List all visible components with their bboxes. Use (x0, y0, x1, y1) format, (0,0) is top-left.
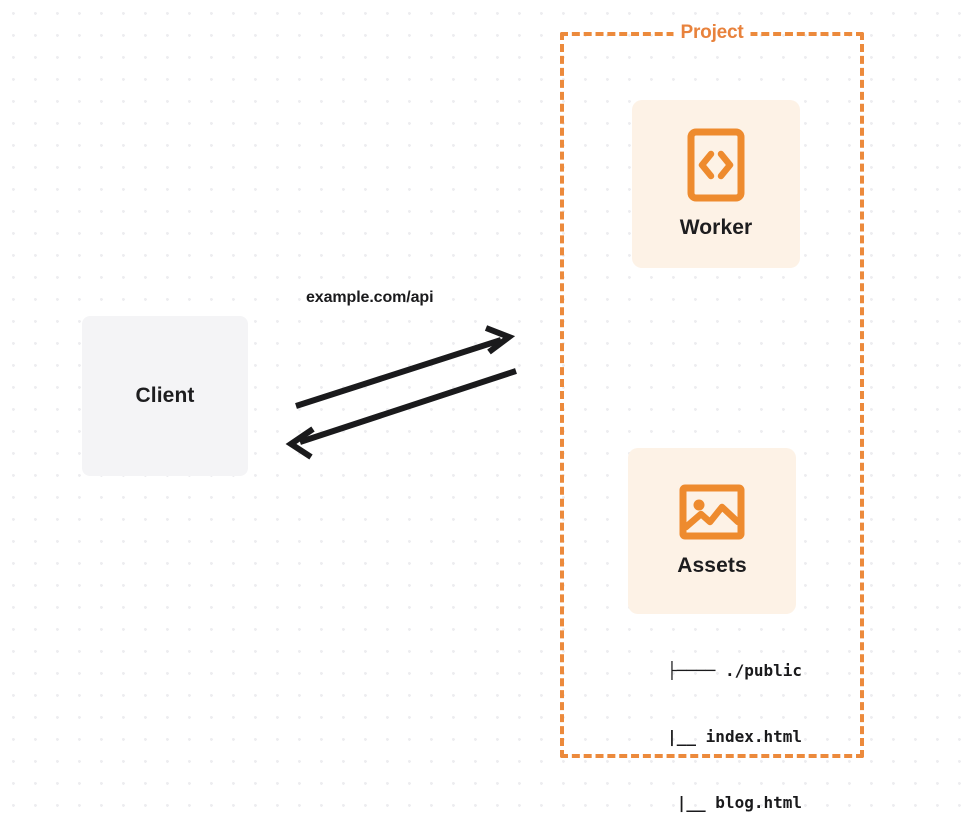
client-label: Client (135, 384, 195, 407)
worker-label: Worker (679, 216, 753, 239)
edge-label: example.com/api (306, 289, 434, 306)
worker-node[interactable]: Worker (632, 100, 800, 268)
file-tree-spacer (715, 661, 725, 680)
assets-node[interactable]: Assets (628, 448, 796, 614)
file-tree-row: ├──── ./public (600, 660, 802, 682)
file-tree-row: |__ blog.html (600, 792, 802, 814)
file-tree: ├──── ./public |__ index.html |__ blog.h… (600, 616, 802, 818)
file-tree-connector: |__ (676, 793, 706, 812)
file-tree-name: ./public (724, 661, 802, 680)
file-tree-name: index.html (705, 727, 802, 746)
request-arrow (295, 325, 516, 409)
file-tree-row: |__ index.html (600, 726, 802, 748)
code-brackets-icon (687, 128, 745, 202)
project-title: Project (673, 22, 751, 44)
file-tree-connector: |__ (667, 727, 697, 746)
file-tree-name: blog.html (715, 793, 802, 812)
file-tree-spacer (696, 727, 706, 746)
response-arrow (285, 368, 517, 460)
file-tree-connector: ├──── (667, 661, 716, 680)
image-icon (679, 484, 745, 540)
assets-label: Assets (677, 554, 747, 577)
file-tree-spacer (706, 793, 716, 812)
project-container: Project (560, 22, 864, 758)
client-node[interactable]: Client (82, 316, 248, 476)
